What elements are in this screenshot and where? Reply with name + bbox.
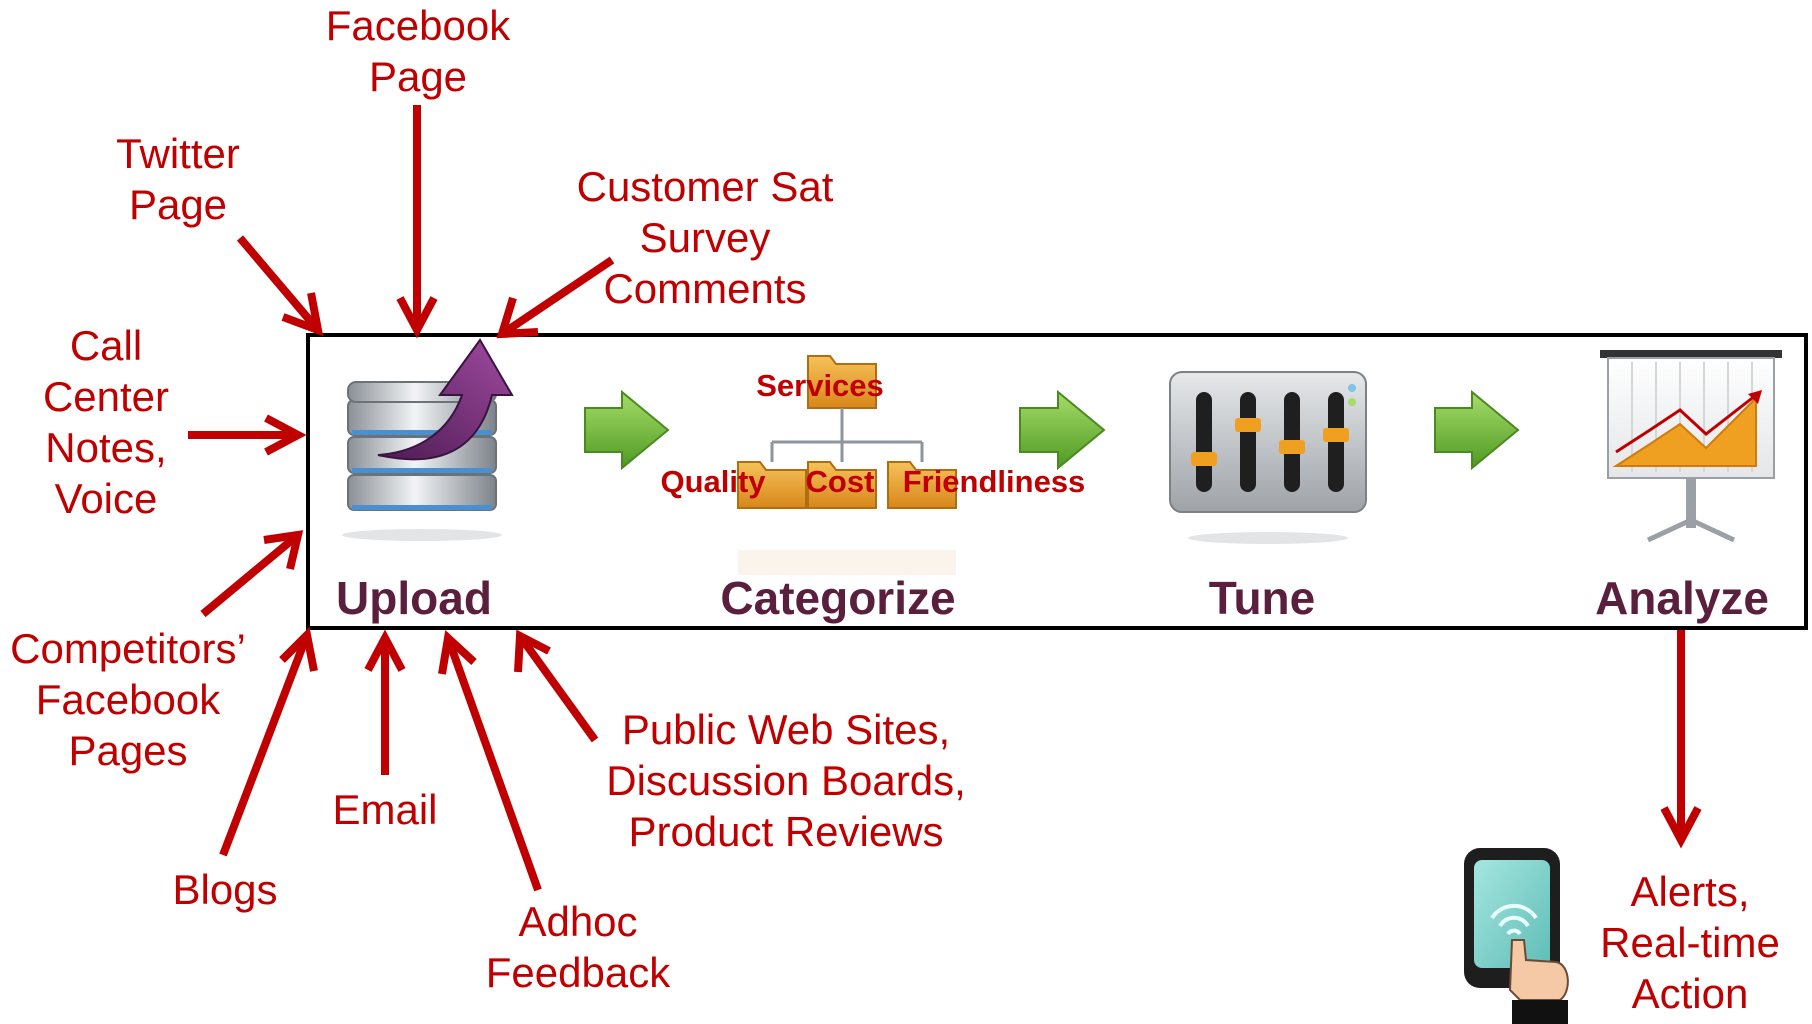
flow-arrow-2 (1019, 389, 1106, 471)
mobile-touch-icon (1464, 848, 1569, 1024)
step-categorize-label: Categorize (720, 572, 955, 624)
flow-arrow-1 (584, 389, 670, 471)
category-quality-label: Quality (660, 464, 766, 499)
category-cost-label: Cost (806, 464, 875, 499)
arrow-customer-sat (496, 256, 615, 339)
arrow-public-web (514, 629, 599, 743)
arrow-twitter-page (236, 235, 324, 337)
flow-arrow-3 (1434, 389, 1520, 471)
arrow-blogs (219, 626, 318, 857)
category-friendliness-label: Friendliness (903, 464, 1086, 499)
source-email: Email (332, 786, 438, 833)
step-upload-label: Upload (336, 572, 492, 624)
source-blogs: Blogs (172, 866, 278, 913)
process-box (306, 333, 1808, 630)
arrow-adhoc (438, 630, 542, 892)
presentation-chart-icon (1600, 350, 1782, 543)
source-public-web: Public Web Sites,Discussion Boards,Produ… (606, 706, 966, 855)
mixer-sliders-icon (1169, 371, 1367, 544)
upload-arrow-icon (377, 338, 514, 461)
folder-tree-icon (737, 355, 957, 575)
step-tune-label: Tune (1209, 572, 1315, 624)
arrow-email (364, 629, 406, 775)
arrow-facebook-page (396, 105, 438, 339)
arrow-call-center (188, 414, 307, 456)
arrow-competitors (200, 530, 304, 618)
step-analyze-label: Analyze (1595, 572, 1769, 624)
arrow-to-alerts (1660, 630, 1702, 849)
category-root-label: Services (756, 368, 884, 403)
